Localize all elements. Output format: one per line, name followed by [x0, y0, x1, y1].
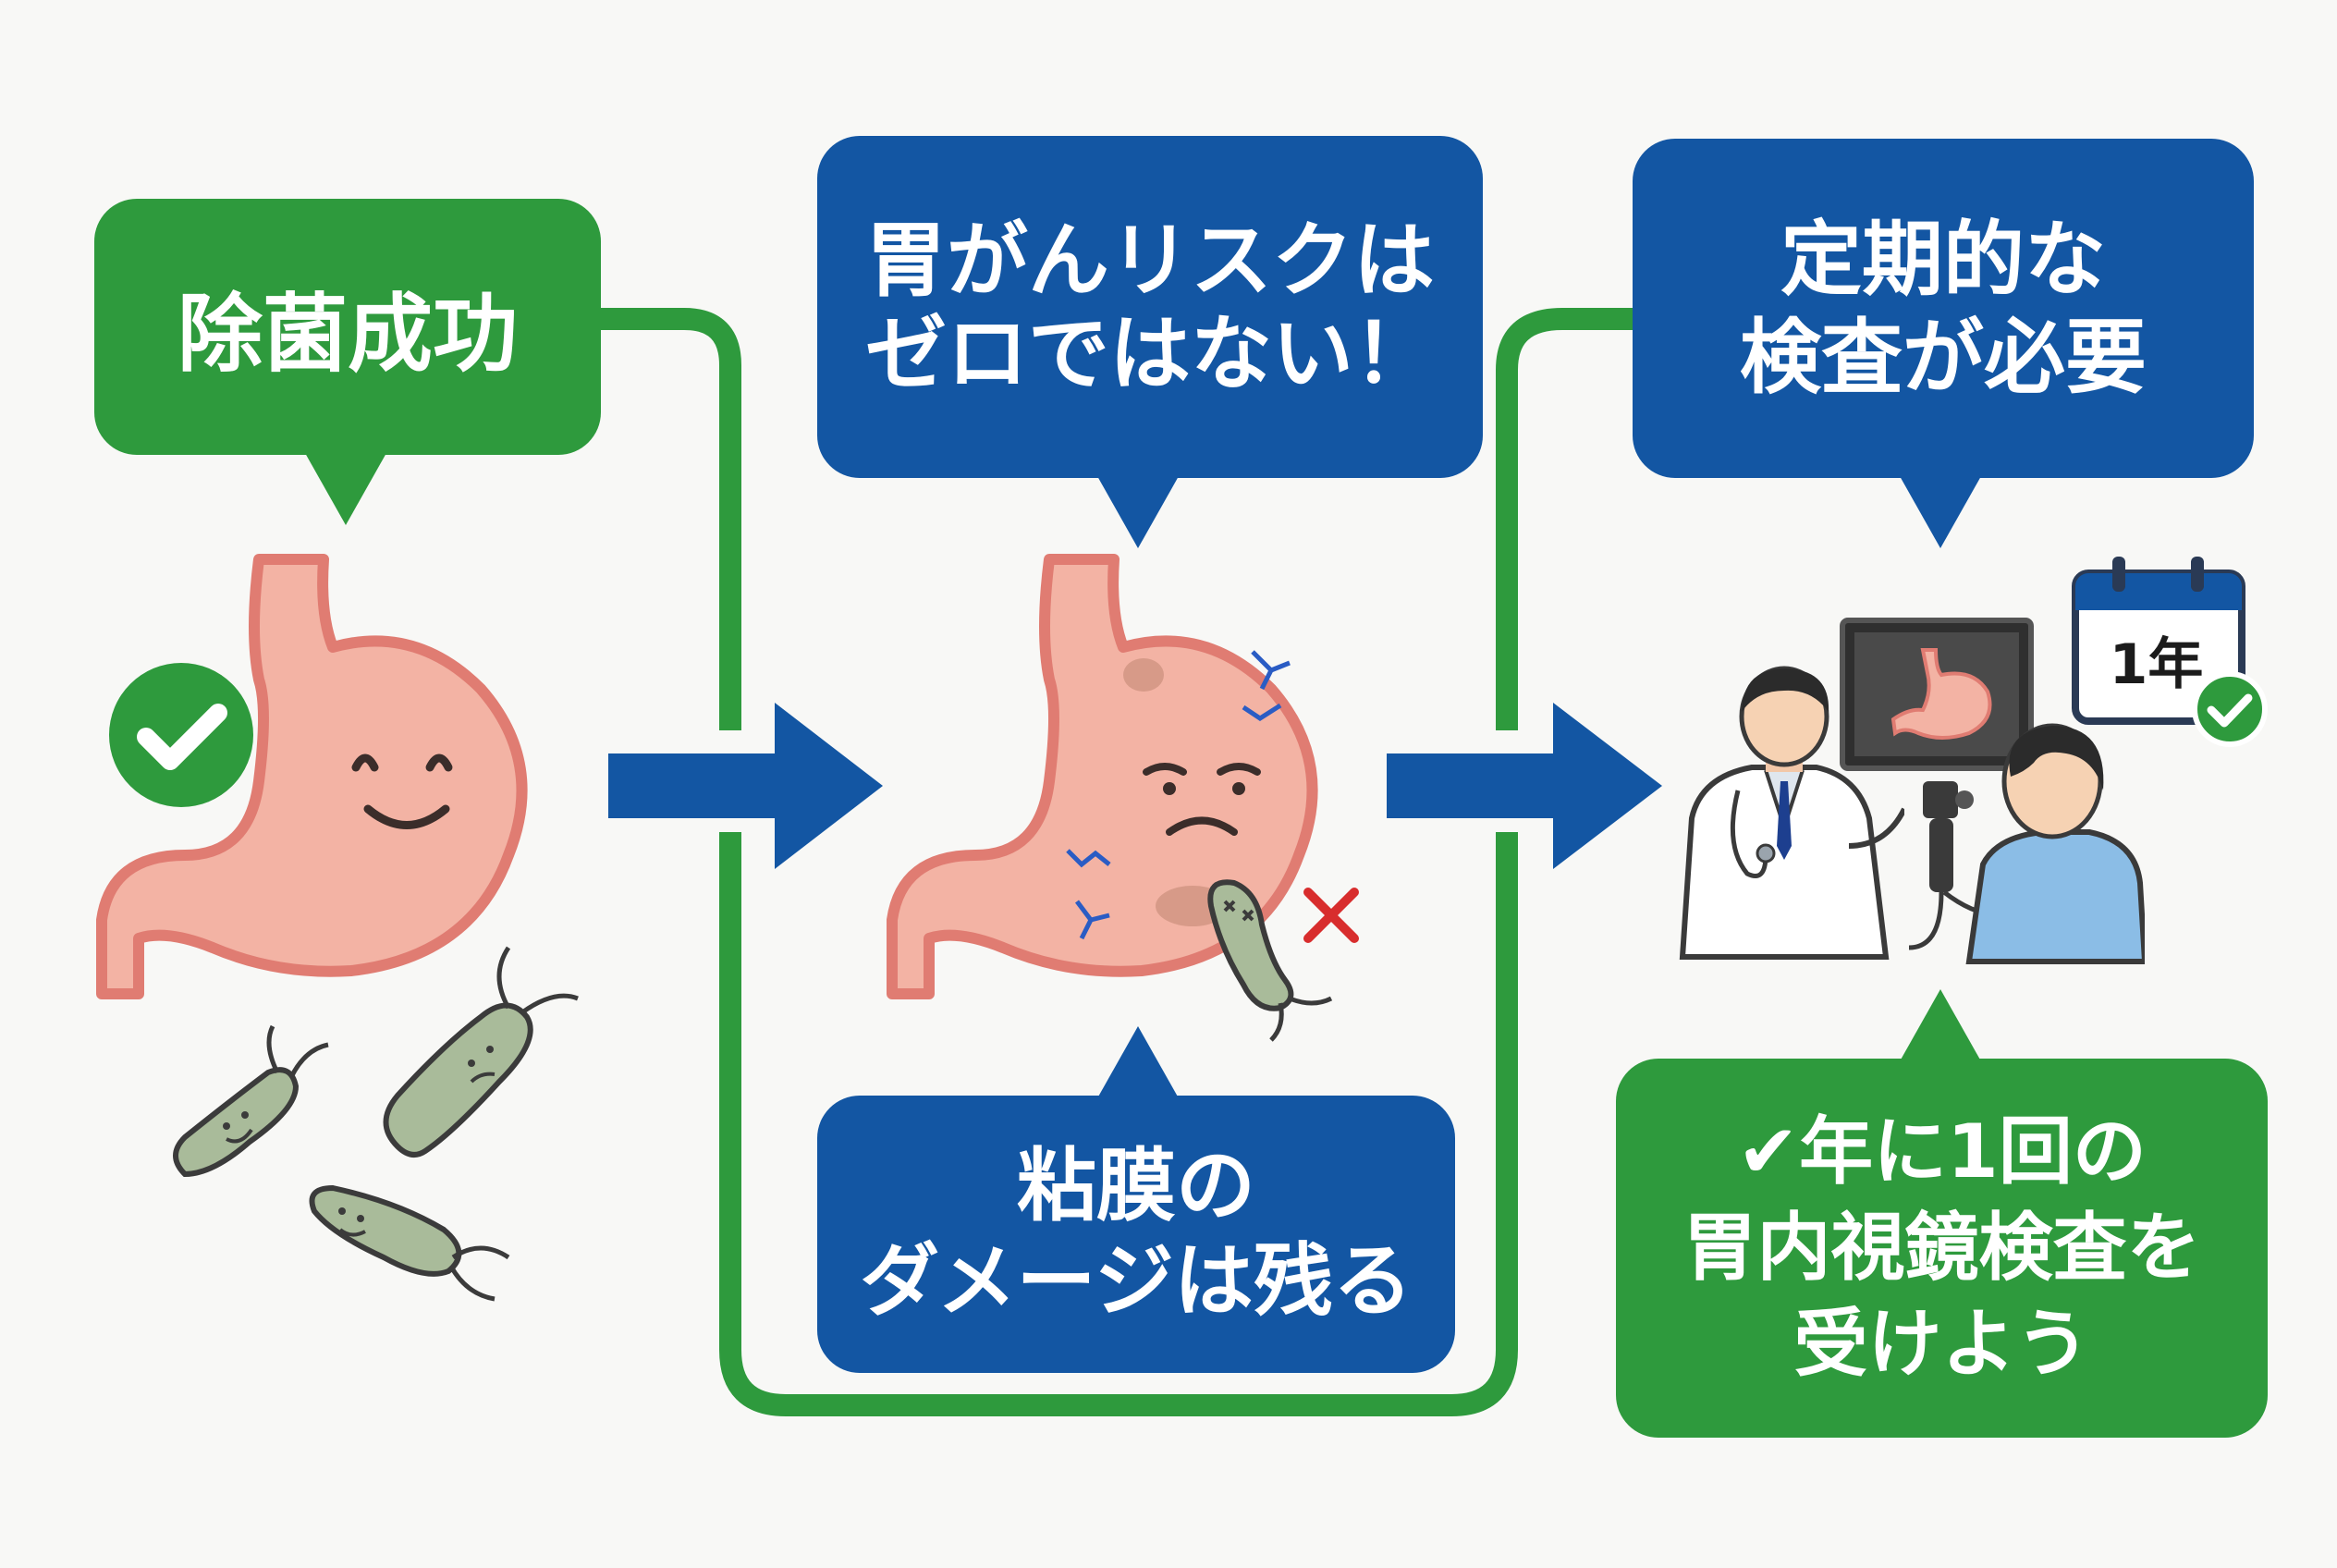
damage-line-1: 粘膜の: [1017, 1139, 1255, 1232]
regular-line-1: 定期的な: [1780, 211, 2106, 307]
arrow-right-icon: [608, 703, 883, 869]
regular-line-2: 検査が必要: [1739, 309, 2147, 405]
calendar-icon: [2072, 557, 2245, 725]
monitor-icon: [1840, 618, 2034, 771]
arrow-right-icon: [1387, 703, 1662, 869]
regular-checkup-callout: 定期的な 検査が必要: [1633, 139, 2254, 478]
check-circle-icon: [2192, 671, 2268, 747]
risk-line-1: 胃がんリスクは: [864, 212, 1435, 308]
damage-line-2: ダメージは残る: [860, 1235, 1413, 1328]
regular-callout-tail: [1900, 476, 1981, 548]
success-label: 除菌成功: [177, 285, 518, 384]
doctor-icon: [1679, 666, 1904, 960]
bacteria-icon: [1207, 879, 1333, 1042]
risk-line-2: ゼロではない！: [864, 306, 1435, 401]
success-callout: 除菌成功: [94, 199, 601, 455]
advice-callout: ✔年に1回の 胃内視鏡検査を 受けよう: [1616, 1059, 2268, 1438]
advice-line-3: 受けよう: [1793, 1301, 2090, 1387]
stomach-icon: [96, 554, 528, 999]
bacteria-icon: [173, 1024, 329, 1178]
risk-callout-tail: [1097, 476, 1179, 548]
success-callout-tail: [305, 453, 386, 525]
green-connector-line: [601, 308, 1636, 1416]
close-icon: [1303, 888, 1359, 943]
patient-icon: [1965, 723, 2145, 964]
calendar-label: 1年: [2109, 632, 2204, 697]
damage-callout: 粘膜の ダメージは残る: [817, 1096, 1455, 1373]
advice-line-1: ✔年に1回の: [1737, 1109, 2147, 1194]
damage-callout-tail: [1097, 1026, 1179, 1098]
risk-callout: 胃がんリスクは ゼロではない！: [817, 136, 1483, 478]
advice-line-2: 胃内視鏡検査を: [1682, 1205, 2201, 1291]
stomach-icon: [887, 554, 1318, 999]
bacteria-icon: [383, 946, 579, 1158]
endoscope-icon: [1908, 781, 2001, 950]
bacteria-icon: [309, 1184, 510, 1302]
advice-callout-tail: [1900, 989, 1981, 1061]
check-circle-icon: [109, 663, 253, 807]
